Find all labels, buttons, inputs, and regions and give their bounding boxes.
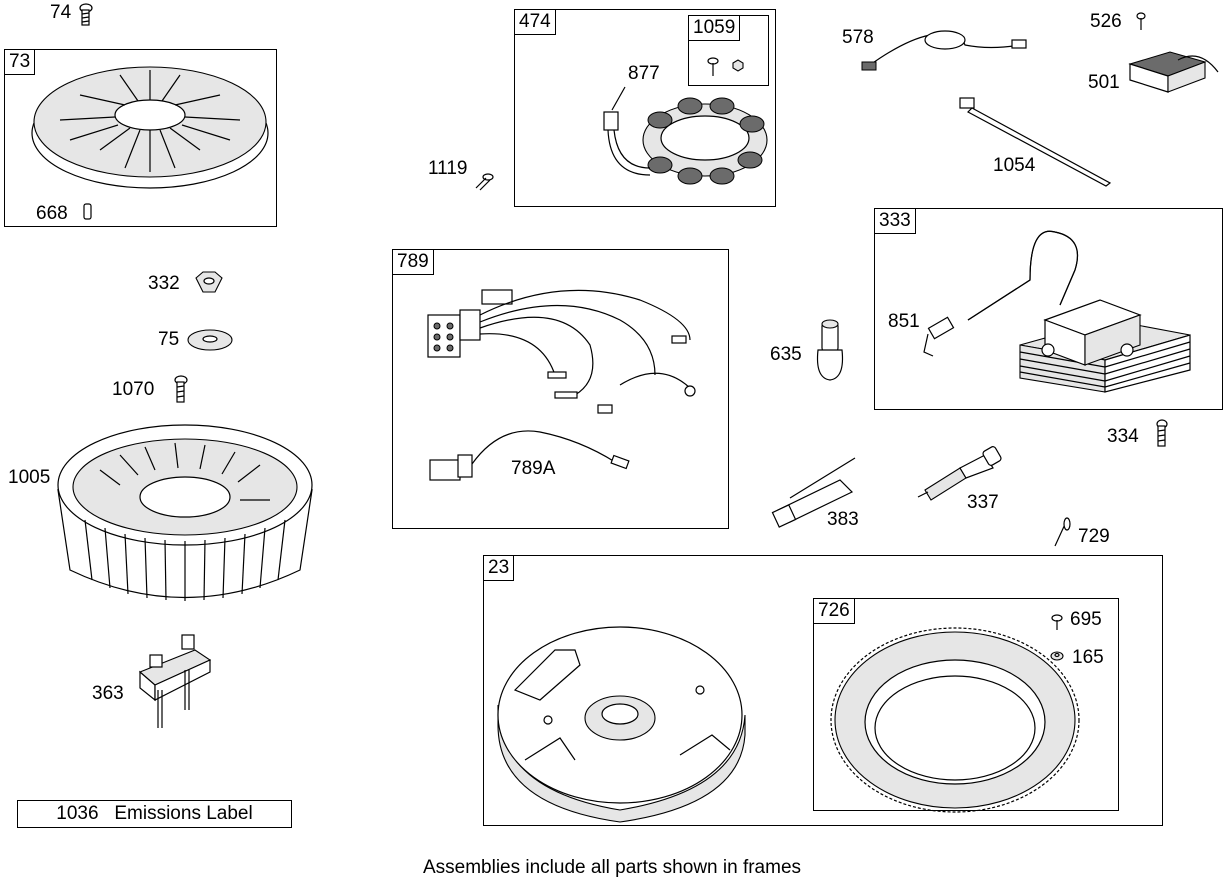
part-label-332: 332: [148, 273, 180, 294]
frame-474: 474: [514, 9, 776, 207]
part-label-501: 501: [1088, 72, 1120, 93]
part-label-578: 578: [842, 27, 874, 48]
cable-tie-1054-illustration: [959, 97, 1112, 187]
frame-333: 333: [874, 208, 1223, 410]
frame-789-tag: 789: [393, 250, 434, 275]
frame-73: 73: [4, 49, 277, 227]
part-label-877: 877: [628, 63, 660, 84]
nut-332-illustration: [195, 271, 223, 293]
regulator-501-illustration: [1128, 51, 1219, 93]
part-label-789a: 789A: [511, 458, 556, 479]
part-label-337: 337: [967, 492, 999, 513]
part-label-334: 334: [1107, 426, 1139, 447]
part-label-74: 74: [50, 2, 72, 23]
frame-1059: 1059: [688, 15, 769, 86]
ignition-coil-illustration: [967, 230, 1191, 393]
part-label-635: 635: [770, 344, 802, 365]
part-label-1054: 1054: [993, 155, 1036, 176]
footer-note: Assemblies include all parts shown in fr…: [422, 857, 802, 878]
frame-73-tag: 73: [5, 50, 36, 75]
spark-plug-tool-383-illustration: [771, 457, 856, 528]
part-label-729: 729: [1078, 526, 1110, 547]
screw-526-illustration: [1136, 12, 1146, 30]
part-label-668: 668: [36, 203, 68, 224]
wire-578-illustration: [861, 30, 1027, 71]
frame-333-tag: 333: [875, 209, 916, 234]
wiring-harness-illustration: [427, 289, 696, 481]
flywheel-illustration: [497, 626, 746, 823]
part-label-75: 75: [158, 329, 180, 350]
ring-gear-illustration: [830, 627, 1080, 813]
terminal-851-illustration: [923, 316, 955, 357]
screw-334-illustration: [1156, 419, 1168, 447]
screw-74-illustration: [79, 3, 93, 26]
part-label-363: 363: [92, 683, 124, 704]
alternator-illustration: [603, 86, 768, 185]
rotating-screen-illustration: [31, 66, 269, 189]
nut-165-illustration: [1050, 651, 1064, 661]
frame-726: 726: [813, 598, 1119, 811]
frame-789: 789: [392, 249, 729, 529]
boot-635-illustration: [816, 319, 844, 381]
emissions-label-box: 1036 Emissions Label: [17, 800, 292, 828]
screw-1070-illustration: [174, 375, 188, 403]
screw-695-illustration: [1051, 614, 1063, 630]
part-label-851: 851: [888, 311, 920, 332]
part-label-1119: 1119: [428, 158, 468, 179]
part-label-165: 165: [1072, 647, 1104, 668]
frame-474-tag: 474: [515, 10, 556, 35]
part-label-1070: 1070: [112, 379, 155, 400]
frame-726-tag: 726: [814, 599, 855, 624]
washer-75-illustration: [187, 329, 233, 351]
spark-plug-337-illustration: [917, 446, 1002, 501]
pin-668-illustration: [83, 203, 92, 220]
bracket-363-illustration: [138, 634, 212, 728]
part-label-526: 526: [1090, 11, 1122, 32]
screw-nut-1059-illustration: [707, 57, 744, 76]
part-label-383: 383: [827, 509, 859, 530]
screw-1119-illustration: [475, 173, 494, 191]
frame-23-tag: 23: [484, 556, 515, 581]
flywheel-fan-illustration: [57, 424, 313, 601]
frame-23: 23: [483, 555, 1163, 826]
part-label-695: 695: [1070, 609, 1102, 630]
part-label-1005: 1005: [8, 467, 51, 488]
frame-1059-tag: 1059: [689, 16, 741, 41]
key-729-illustration: [1054, 517, 1071, 547]
